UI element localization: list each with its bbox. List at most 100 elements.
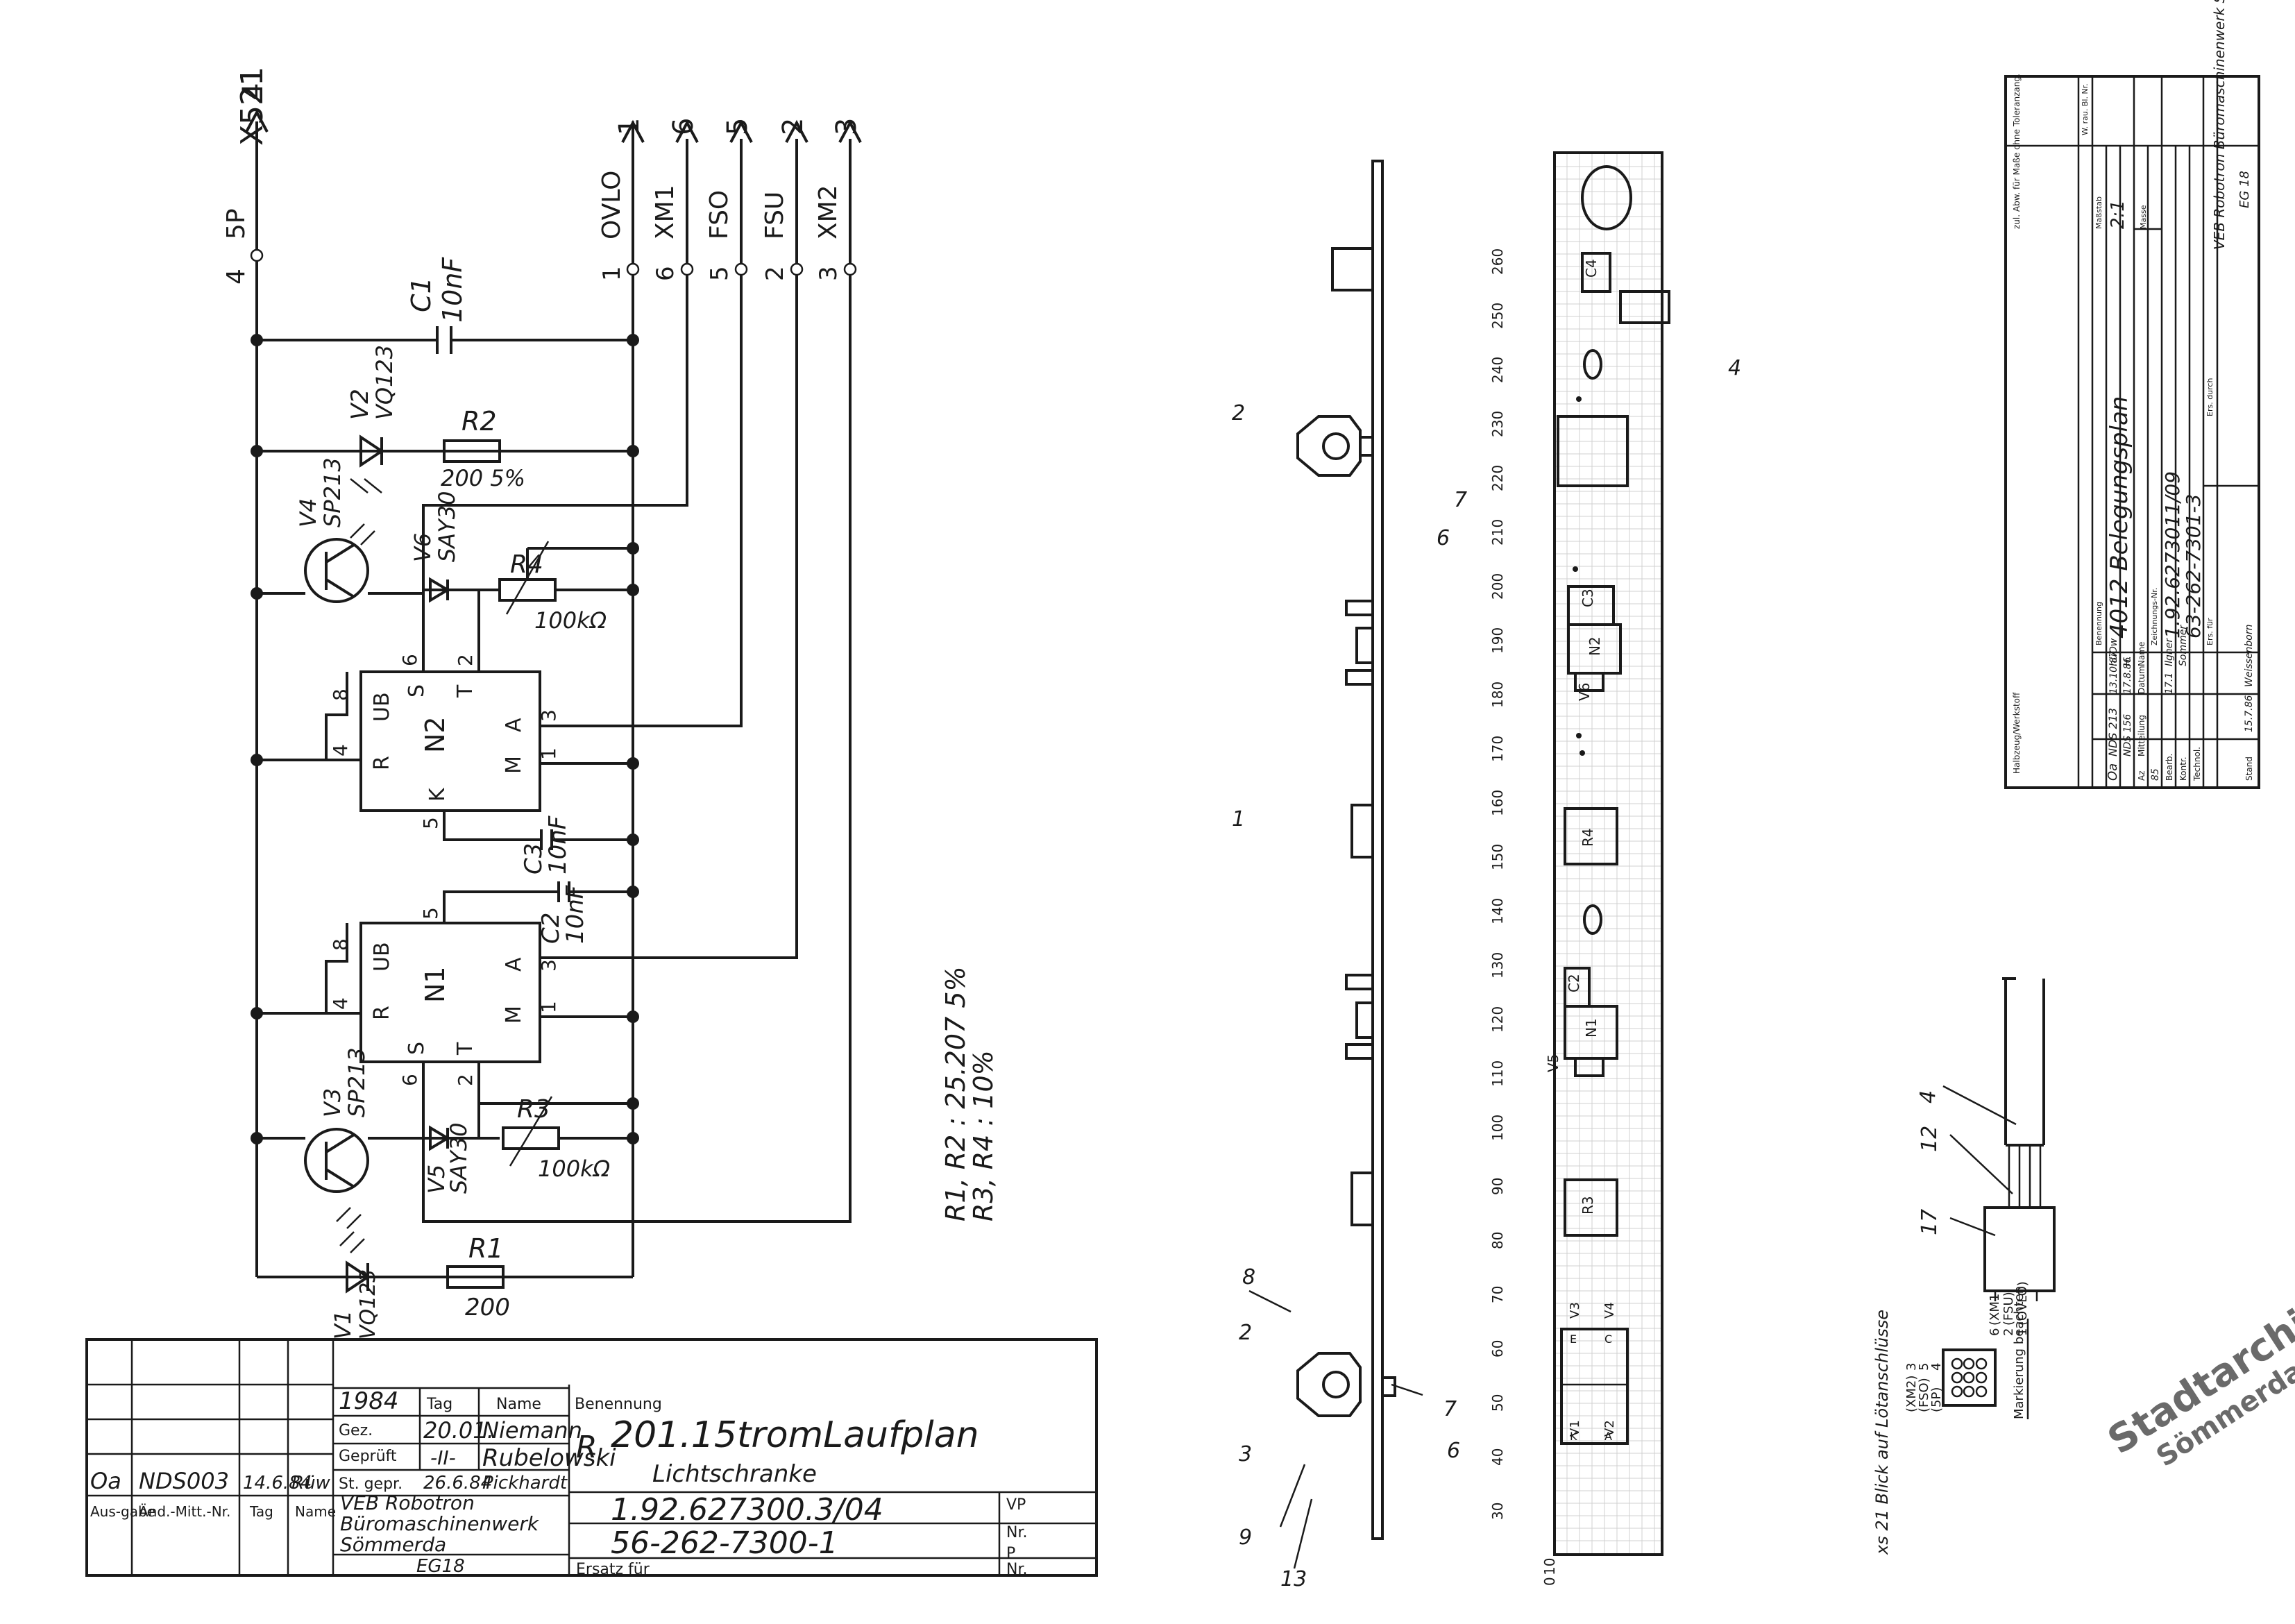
balloon-6b: 6 xyxy=(1447,1439,1460,1463)
signal-wires xyxy=(422,275,852,1223)
n1-num-2: 2 xyxy=(454,1074,477,1086)
v1-ref: V1 xyxy=(330,1310,356,1339)
trb-eg: EG 18 xyxy=(2237,171,2252,208)
n1-pin-a: A xyxy=(502,957,526,972)
n2-pin-r: R xyxy=(370,756,394,770)
part-v1: V1 xyxy=(1568,1420,1582,1437)
r2-ref: R2 xyxy=(461,406,497,437)
trb-rev-a: Oa xyxy=(2106,763,2120,781)
part-n2: N2 xyxy=(1586,636,1603,656)
scale-mark-260: 260 xyxy=(1489,248,1506,275)
v4-type: SP213 xyxy=(319,457,346,527)
n1-pin-s: S xyxy=(405,1042,429,1055)
tb-rev-a: Oa xyxy=(90,1468,121,1494)
pin-a: A xyxy=(1604,1430,1612,1443)
output-net-xm2: XM2 xyxy=(814,185,842,239)
tb-rev-name: Rüw xyxy=(291,1473,331,1494)
tb-p: P xyxy=(1006,1545,1015,1562)
r1-value: 200 xyxy=(465,1294,510,1321)
output-net-5p: 5P xyxy=(222,208,251,239)
trb-title: 4012 Belegungsplan xyxy=(2106,396,2133,638)
scale-mark-200: 200 xyxy=(1489,573,1506,600)
connector-label: X521 xyxy=(235,67,270,146)
tb-drawing-no2: 56-262-7300-1 xyxy=(611,1525,838,1561)
tb-eg: EG18 xyxy=(416,1556,465,1577)
board-side-view: 2 1 6 7 4 8 2 3 7 6 9 13 xyxy=(1232,160,1741,1591)
output-pin-4-num: 4 xyxy=(222,269,251,285)
plug-pin-4: 4 xyxy=(1929,1363,1944,1371)
balloon-8: 8 xyxy=(1242,1265,1255,1289)
scale-mark-40: 40 xyxy=(1489,1448,1506,1466)
output-net-fso: FSO xyxy=(705,190,734,239)
balloon-1: 1 xyxy=(1232,807,1245,831)
n2-pin-a: A xyxy=(502,718,526,732)
trb-rev-nr: NDS 213 xyxy=(2106,708,2119,756)
v6-type: SAY30 xyxy=(434,491,460,562)
tb-st-name: Pickhardt xyxy=(482,1473,568,1494)
v4-ref: V4 xyxy=(295,498,321,527)
diode-v6-resistor-r4: V6 SAY30 R4 100kΩ xyxy=(409,491,639,634)
v5-type: SAY30 xyxy=(446,1123,472,1194)
trb-drawing-no2: 63-262-7301-3 xyxy=(2182,494,2205,638)
scale-mark-230: 230 xyxy=(1489,411,1506,437)
tb-gepr-name: Rubelowski xyxy=(482,1444,616,1472)
tb-st-date: 26.6.84 xyxy=(423,1473,492,1494)
scale-mark-100: 100 xyxy=(1489,1115,1506,1141)
output-pin-2-num: 2 xyxy=(761,266,789,281)
plug-pin-5: 5 xyxy=(1917,1363,1931,1371)
v6-ref: V6 xyxy=(409,533,436,562)
tb-rev-nr: NDS003 xyxy=(139,1468,229,1494)
trb-col-mitteilung: Mitteilung xyxy=(2137,715,2146,756)
balloon-6a: 6 xyxy=(1437,526,1450,550)
c2-ref: C2 xyxy=(537,913,565,944)
trb-rev-name2: H. xyxy=(2122,656,2133,666)
trb-col-name: Name xyxy=(2137,642,2146,666)
trb-row-kontr: Kontr. xyxy=(2178,756,2188,781)
plug-net-xm2: (XM2) xyxy=(1904,1376,1919,1412)
trb-row-technol: Technol. xyxy=(2192,747,2202,781)
trb-ers-durch: Ers. durch xyxy=(2205,378,2214,416)
part-r3: R3 xyxy=(1580,1196,1596,1215)
n1-pin-t: T xyxy=(453,1042,477,1056)
tb-nr2: Nr. xyxy=(1006,1561,1027,1578)
output-pin-3-num: 3 xyxy=(815,266,842,281)
tb-company-2: Büromaschinenwerk xyxy=(340,1512,540,1535)
scale-mark-50: 50 xyxy=(1489,1394,1506,1412)
output-pin-5-num: 5 xyxy=(706,266,734,281)
trb-col-az: Az xyxy=(2137,770,2146,781)
n2-num-4: 4 xyxy=(329,744,352,756)
n2-pin-s: S xyxy=(405,684,429,697)
scale-mark-0: 0 xyxy=(1541,1577,1558,1586)
v3-ref: V3 xyxy=(319,1088,346,1117)
scale-mark-60: 60 xyxy=(1489,1340,1506,1357)
plug-net-5p: (5P) xyxy=(1929,1387,1944,1412)
part-v6: V6 xyxy=(1576,683,1593,701)
n1-pin-m: M xyxy=(502,1006,526,1024)
part-n1: N1 xyxy=(1583,1018,1600,1038)
output-pin-1-num: 1 xyxy=(598,266,626,281)
scale-mark-140: 140 xyxy=(1489,898,1506,924)
trb-bearb-date: 17.1 xyxy=(2164,673,2175,694)
output-net-xm1: XM1 xyxy=(651,185,679,239)
scale-mark-80: 80 xyxy=(1489,1232,1506,1249)
circuit-schematic: X521 4 4 5P 1 1 OVLO 6 6 XM1 5 5 FSO xyxy=(222,67,999,1339)
trb-stand-name: Weissenborn xyxy=(2244,624,2255,687)
part-c4: C4 xyxy=(1583,259,1600,278)
output-pin-6: 6 xyxy=(668,118,700,135)
phototransistor-v4: V4 SP213 xyxy=(251,457,425,603)
trb-year: 85 xyxy=(2150,768,2161,781)
tb-r-mark: R xyxy=(576,1430,598,1465)
balloon-2a: 2 xyxy=(1232,401,1245,425)
plug-net-fso: (FSO) xyxy=(1917,1378,1931,1412)
n2-num-1: 1 xyxy=(537,747,560,760)
trb-ers-fuer: Ers. für xyxy=(2205,618,2214,645)
n2-num-5: 5 xyxy=(419,817,442,829)
output-pin-3: 3 xyxy=(831,118,863,135)
plug-balloon-17: 17 xyxy=(1917,1209,1942,1235)
plug-net-fsu: (FSU) xyxy=(2001,1292,2016,1326)
output-net-ovlo: OVLO xyxy=(598,171,626,239)
trb-massstab: 2:1 xyxy=(2108,200,2128,229)
v1-type: VQ123 xyxy=(356,1269,380,1339)
tb-row-st: St. gepr. xyxy=(339,1475,403,1493)
